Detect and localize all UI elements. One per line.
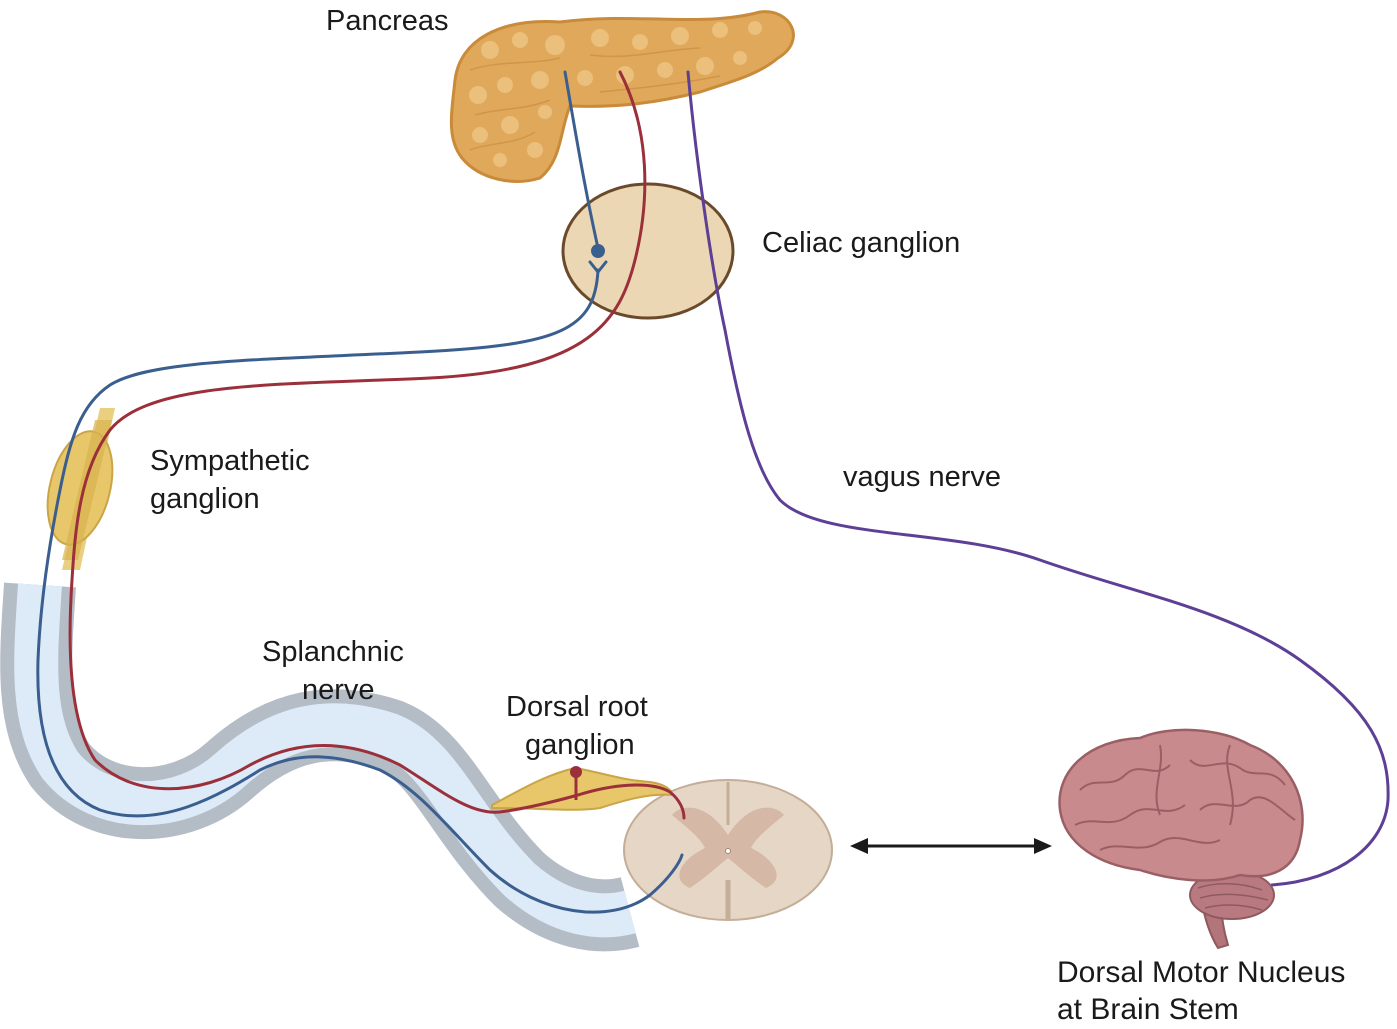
- sympathetic-efferent-fiber: [36, 70, 684, 914]
- label-dorsal-motor-nucleus-line2: at Brain Stem: [1057, 993, 1239, 1026]
- dorsal-root-ganglion-shape: [491, 766, 674, 811]
- drg-cell-body: [570, 766, 582, 800]
- celiac-synapse: [588, 244, 608, 275]
- celiac-ganglion-shape: [561, 182, 735, 320]
- afferent-fiber: [68, 70, 686, 820]
- label-sympathetic-ganglion-line2: ganglion: [150, 483, 260, 515]
- pancreas-illustration: [449, 10, 795, 183]
- sympathetic-ganglion-shape: [46, 408, 115, 570]
- vagus-nerve-fiber: [686, 70, 1390, 887]
- brain-illustration: [1058, 728, 1304, 950]
- label-splanchnic-nerve-line1: Splanchnic: [262, 636, 404, 668]
- label-celiac-ganglion: Celiac ganglion: [762, 227, 960, 259]
- label-dorsal-root-ganglion-line1: Dorsal root: [506, 691, 648, 723]
- spinal-cord-cross-section: [623, 779, 833, 921]
- label-sympathetic-ganglion-line1: Sympathetic: [150, 445, 310, 477]
- splanchnic-nerve-bundle: [0, 582, 640, 952]
- label-pancreas: Pancreas: [326, 5, 449, 37]
- label-splanchnic-nerve-line2: nerve: [302, 674, 375, 706]
- label-dorsal-motor-nucleus-line1: Dorsal Motor Nucleus: [1057, 956, 1345, 989]
- bidirectional-arrow: [850, 838, 1052, 854]
- label-dorsal-root-ganglion-line2: ganglion: [525, 729, 635, 761]
- label-vagus-nerve: vagus nerve: [843, 461, 1001, 493]
